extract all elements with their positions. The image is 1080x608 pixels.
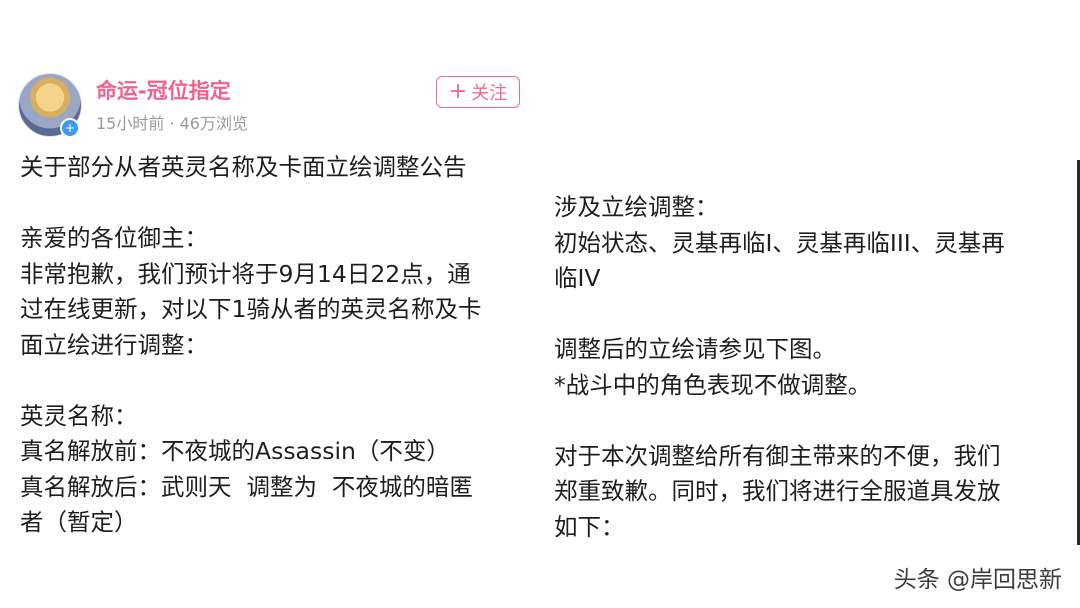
author-avatar[interactable] — [18, 73, 82, 137]
text-line: 真名解放后：武则天 调整为 不夜城的暗匿 — [20, 472, 473, 501]
author-name[interactable]: 命运-冠位指定 — [96, 79, 231, 103]
text-line: 如下： — [554, 512, 625, 541]
post-body-left: 关于部分从者英灵名称及卡面立绘调整公告 亲爱的各位御主： 非常抱歉，我们预计将于… — [20, 150, 520, 541]
text-line: 调整后的立绘请参见下图。 — [554, 335, 836, 363]
text-line: 涉及立绘调整： — [554, 193, 719, 221]
paragraph-gap — [20, 363, 520, 399]
paragraph-gap — [554, 403, 1054, 439]
watermark: 头条 @岸回思新 — [893, 567, 1062, 593]
text-line: 亲爱的各位御主： — [20, 224, 208, 252]
text-line: *战斗中的角色表现不做调整。 — [554, 370, 872, 399]
text-line: 者（暂定） — [20, 508, 138, 536]
scrollbar[interactable] — [1077, 160, 1080, 545]
follow-button[interactable]: + 关注 — [436, 76, 520, 108]
paragraph-gap — [554, 297, 1054, 333]
text-line: 郑重致歉。同时，我们将进行全服道具发放 — [554, 477, 1001, 505]
text-line: 面立绘进行调整： — [20, 330, 208, 359]
text-line: 过在线更新，对以下1骑从者的英灵名称及卡 — [20, 295, 482, 323]
plus-icon: + — [448, 79, 468, 104]
text-line: 真名解放前：不夜城的Assassin（不变） — [20, 437, 450, 465]
post-meta: 15小时前 · 46万浏览 — [96, 114, 248, 133]
text-line: 临IV — [554, 264, 601, 292]
paragraph-gap — [20, 186, 520, 222]
text-line: 关于部分从者英灵名称及卡面立绘调整公告 — [20, 153, 467, 181]
text-line: 初始状态、灵基再临I、灵基再临III、灵基再 — [554, 228, 1005, 257]
follow-label: 关注 — [471, 83, 508, 104]
verified-badge-icon: + — [60, 118, 80, 138]
text-line: 英灵名称： — [20, 401, 138, 430]
post-body-right: 涉及立绘调整： 初始状态、灵基再临I、灵基再临III、灵基再 临IV 调整后的立… — [554, 190, 1054, 545]
text-line: 非常抱歉，我们预计将于9月14日22点，通 — [20, 259, 471, 288]
text-line: 对于本次调整给所有御主带来的不便，我们 — [554, 441, 1001, 470]
